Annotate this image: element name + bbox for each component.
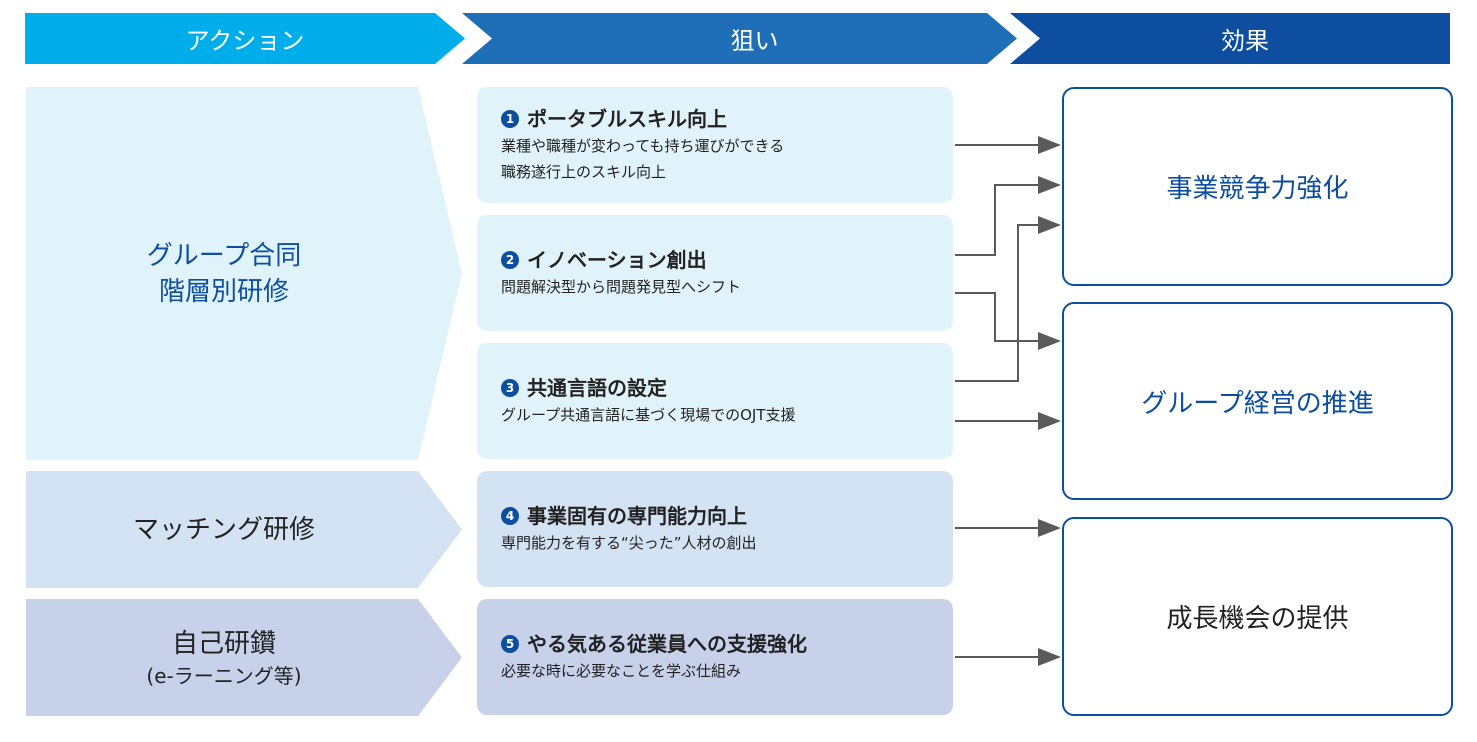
arrowhead-icon xyxy=(1038,519,1061,537)
header-effect: 効果 xyxy=(1010,13,1450,64)
effect-box: 事業競争力強化 xyxy=(1062,87,1453,286)
aim-desc: 業種や職種が変わっても持ち運びができる xyxy=(501,137,785,155)
arrowhead-icon xyxy=(1038,136,1061,154)
arrowhead-icon xyxy=(1038,412,1061,430)
number-badge-icon: 1 xyxy=(501,110,519,128)
aim-item: 4 事業固有の専門能力向上 専門能力を有する“尖った”人材の創出 xyxy=(477,471,953,587)
effect-label: 成長機会の提供 xyxy=(1166,604,1349,634)
aim-desc: 専門能力を有する“尖った”人材の創出 xyxy=(501,534,757,552)
action-title: グループ合同 xyxy=(146,240,302,271)
arrowhead-icon xyxy=(1038,216,1061,234)
effect-label: 事業競争力強化 xyxy=(1166,174,1349,204)
arrowhead-icon xyxy=(1038,648,1061,666)
aim-title: 共通言語の設定 xyxy=(527,376,667,400)
arrowhead-icon xyxy=(1038,332,1061,350)
aim-item: 3 共通言語の設定 グループ共通言語に基づく現場でのOJT支援 xyxy=(477,343,953,459)
arrowhead-icon xyxy=(1038,176,1061,194)
connector-line xyxy=(955,292,1040,342)
header-action: アクション xyxy=(25,13,465,64)
number-badge-icon: 5 xyxy=(501,635,519,653)
aim-desc: 必要な時に必要なことを学ぶ仕組み xyxy=(501,662,742,680)
action-title: マッチング研修 xyxy=(132,514,315,545)
action-self-study: 自己研鑽 (e-ラーニング等) xyxy=(26,599,462,716)
action-title: 自己研鑽 xyxy=(171,628,276,659)
action-title-line2: 階層別研修 xyxy=(158,276,289,307)
aim-title: 事業固有の専門能力向上 xyxy=(527,504,747,528)
effect-box: グループ経営の推進 xyxy=(1062,302,1453,500)
number-badge-icon: 2 xyxy=(501,251,519,269)
number-badge-icon: 3 xyxy=(501,379,519,397)
header-action-label: アクション xyxy=(185,27,305,55)
effect-label: グループ経営の推進 xyxy=(1141,388,1374,419)
action-matching-training: マッチング研修 xyxy=(26,471,462,588)
action-subtitle: (e-ラーニング等) xyxy=(146,663,302,688)
aim-desc: グループ共通言語に基づく現場でのOJT支援 xyxy=(501,406,796,424)
aim-title: ポータブルスキル向上 xyxy=(527,107,727,131)
aim-item: 5 やる気ある従業員への支援強化 必要な時に必要なことを学ぶ仕組み xyxy=(477,599,953,715)
aim-title: やる気ある従業員への支援強化 xyxy=(527,632,807,656)
aim-title: イノベーション創出 xyxy=(527,248,707,272)
header-aim: 狙い xyxy=(462,13,1017,64)
connector-line xyxy=(955,224,1040,382)
header-aim-label: 狙い xyxy=(730,27,779,55)
aim-desc-line2: 職務遂行上のスキル向上 xyxy=(501,163,667,181)
connector-line xyxy=(955,184,1040,256)
effect-box: 成長機会の提供 xyxy=(1062,517,1453,716)
action-group-training: グループ合同 階層別研修 xyxy=(26,87,462,460)
aim-desc: 問題解決型から問題発見型へシフト xyxy=(501,278,742,296)
aim-item: 2 イノベーション創出 問題解決型から問題発見型へシフト xyxy=(477,215,953,331)
number-badge-icon: 4 xyxy=(501,507,519,525)
header-effect-label: 効果 xyxy=(1221,27,1269,55)
aim-item: 1 ポータブルスキル向上 業種や職種が変わっても持ち運びができる 職務遂行上のスキ… xyxy=(477,87,953,203)
